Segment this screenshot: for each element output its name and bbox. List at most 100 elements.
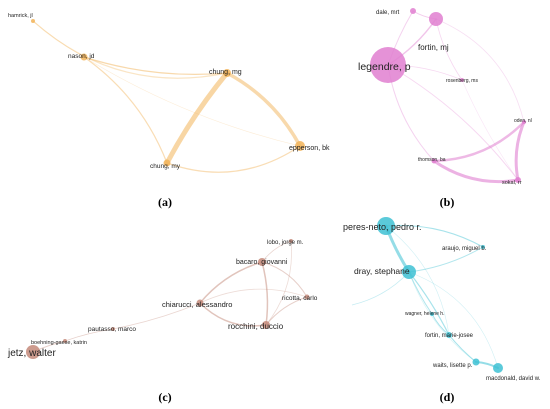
coauthor-link	[32, 20, 85, 58]
coauthor-link	[435, 18, 525, 123]
author-label: araujo, miguel b.	[442, 246, 487, 252]
author-label: hamrick, jl	[8, 13, 33, 19]
author-label: wagner, helene h.	[405, 311, 444, 317]
coauthor-link	[408, 246, 484, 273]
author-node[interactable]	[430, 312, 434, 316]
coauthor-link	[265, 296, 308, 326]
author-label: nason, jd	[68, 53, 95, 60]
panel-caption: (b)	[440, 195, 455, 209]
author-node[interactable]	[289, 239, 293, 243]
author-node[interactable]	[410, 8, 416, 14]
coauthor-link	[83, 56, 228, 75]
author-label: peres-neto, pedro r.	[343, 222, 422, 232]
coauthor-link	[164, 70, 230, 166]
author-label: chung, my	[150, 163, 181, 170]
author-node[interactable]	[431, 158, 437, 164]
author-label: jetz, walter	[7, 348, 56, 359]
panel-b-nodes: dale, mrt fortin, mj legendre, p rosenberg,…	[358, 8, 532, 186]
author-node[interactable]	[26, 345, 40, 359]
panel-c: lobo, jorge m. bacaro, giovanni ricotta, c…	[7, 239, 318, 404]
author-node[interactable]	[515, 177, 521, 183]
coauthor-link	[385, 225, 450, 336]
author-node[interactable]	[31, 19, 35, 23]
author-label: thomson, ba	[418, 157, 446, 163]
coauthor-link	[32, 20, 228, 79]
coauthor-link	[514, 120, 526, 182]
panel-c-edges	[32, 240, 308, 353]
author-node[interactable]	[481, 245, 485, 249]
author-node[interactable]	[295, 141, 305, 151]
coauthor-link	[265, 240, 292, 326]
panel-a-edges	[32, 20, 302, 173]
coauthor-link	[225, 71, 302, 148]
coauthor-link	[83, 56, 301, 147]
author-node[interactable]	[304, 294, 310, 300]
coauthor-link	[112, 302, 201, 330]
author-node[interactable]	[522, 120, 526, 124]
panel-b-edges	[387, 10, 526, 184]
coauthor-link	[261, 261, 269, 326]
panel-d-nodes: peres-neto, pedro r. araujo, miguel b. dra…	[343, 217, 541, 382]
author-node[interactable]	[377, 217, 395, 235]
coauthor-link	[408, 271, 499, 369]
panel-d: peres-neto, pedro r. araujo, miguel b. dra…	[343, 217, 541, 404]
author-label: dray, stephane	[354, 266, 410, 276]
coauthor-link	[199, 302, 267, 327]
author-label: pautasso, marco	[88, 326, 136, 333]
coauthor-link	[431, 313, 450, 336]
author-node[interactable]	[446, 332, 452, 338]
author-node[interactable]	[63, 339, 67, 343]
author-node[interactable]	[429, 12, 443, 26]
author-label: lobo, jorge m.	[267, 240, 304, 246]
author-node[interactable]	[370, 47, 406, 83]
coauthor-link	[408, 271, 477, 363]
author-node[interactable]	[223, 69, 231, 77]
author-label: waits, lisette p.	[432, 363, 473, 369]
coauthor-link	[448, 334, 477, 363]
coauthor-link	[385, 224, 484, 248]
panel-c-nodes: lobo, jorge m. bacaro, giovanni ricotta, c…	[7, 239, 318, 359]
author-node[interactable]	[111, 327, 115, 331]
coauthor-link	[64, 328, 114, 342]
coauthor-link	[408, 271, 450, 336]
author-node[interactable]	[493, 363, 503, 373]
author-label: macdonald, david w.	[486, 376, 541, 382]
author-label: fortin, marie-josee	[425, 333, 474, 339]
panel-caption: (a)	[158, 195, 172, 209]
author-label: epperson, bk	[289, 145, 330, 152]
panel-b: dale, mrt fortin, mj legendre, p rosenberg,…	[358, 8, 532, 209]
coauthor-link	[199, 288, 308, 304]
author-label: boehning-gaese, katrin	[31, 340, 87, 346]
author-node[interactable]	[163, 159, 171, 167]
author-node[interactable]	[460, 78, 464, 82]
coauthor-link	[432, 120, 526, 163]
coauthor-link	[351, 271, 410, 306]
author-node[interactable]	[402, 265, 416, 279]
coauthor-link	[261, 261, 308, 298]
author-label: fortin, mj	[418, 43, 449, 52]
author-node[interactable]	[258, 258, 266, 266]
author-label: bacaro, giovanni	[236, 259, 288, 266]
coauthor-link	[387, 64, 519, 181]
author-node[interactable]	[196, 299, 204, 307]
author-node[interactable]	[80, 53, 88, 61]
author-label: oden, nl	[514, 118, 532, 124]
author-node[interactable]	[262, 321, 270, 329]
coauthor-link	[199, 261, 263, 304]
author-label: legendre, p	[358, 61, 411, 73]
author-label: sokal, rr	[502, 180, 522, 186]
panel-caption: (c)	[158, 390, 171, 404]
coauthor-link	[461, 79, 519, 181]
author-label: rocchini, duccio	[228, 322, 284, 331]
author-label: rosenberg, ms	[446, 78, 478, 84]
coauthor-link	[408, 271, 433, 315]
author-label: ricotta, carlo	[282, 295, 318, 302]
panel-caption: (d)	[440, 390, 455, 404]
author-node[interactable]	[472, 358, 480, 366]
coauthor-link	[432, 159, 520, 184]
author-label: dale, mrt	[376, 10, 400, 16]
coauthor-link	[166, 145, 301, 173]
